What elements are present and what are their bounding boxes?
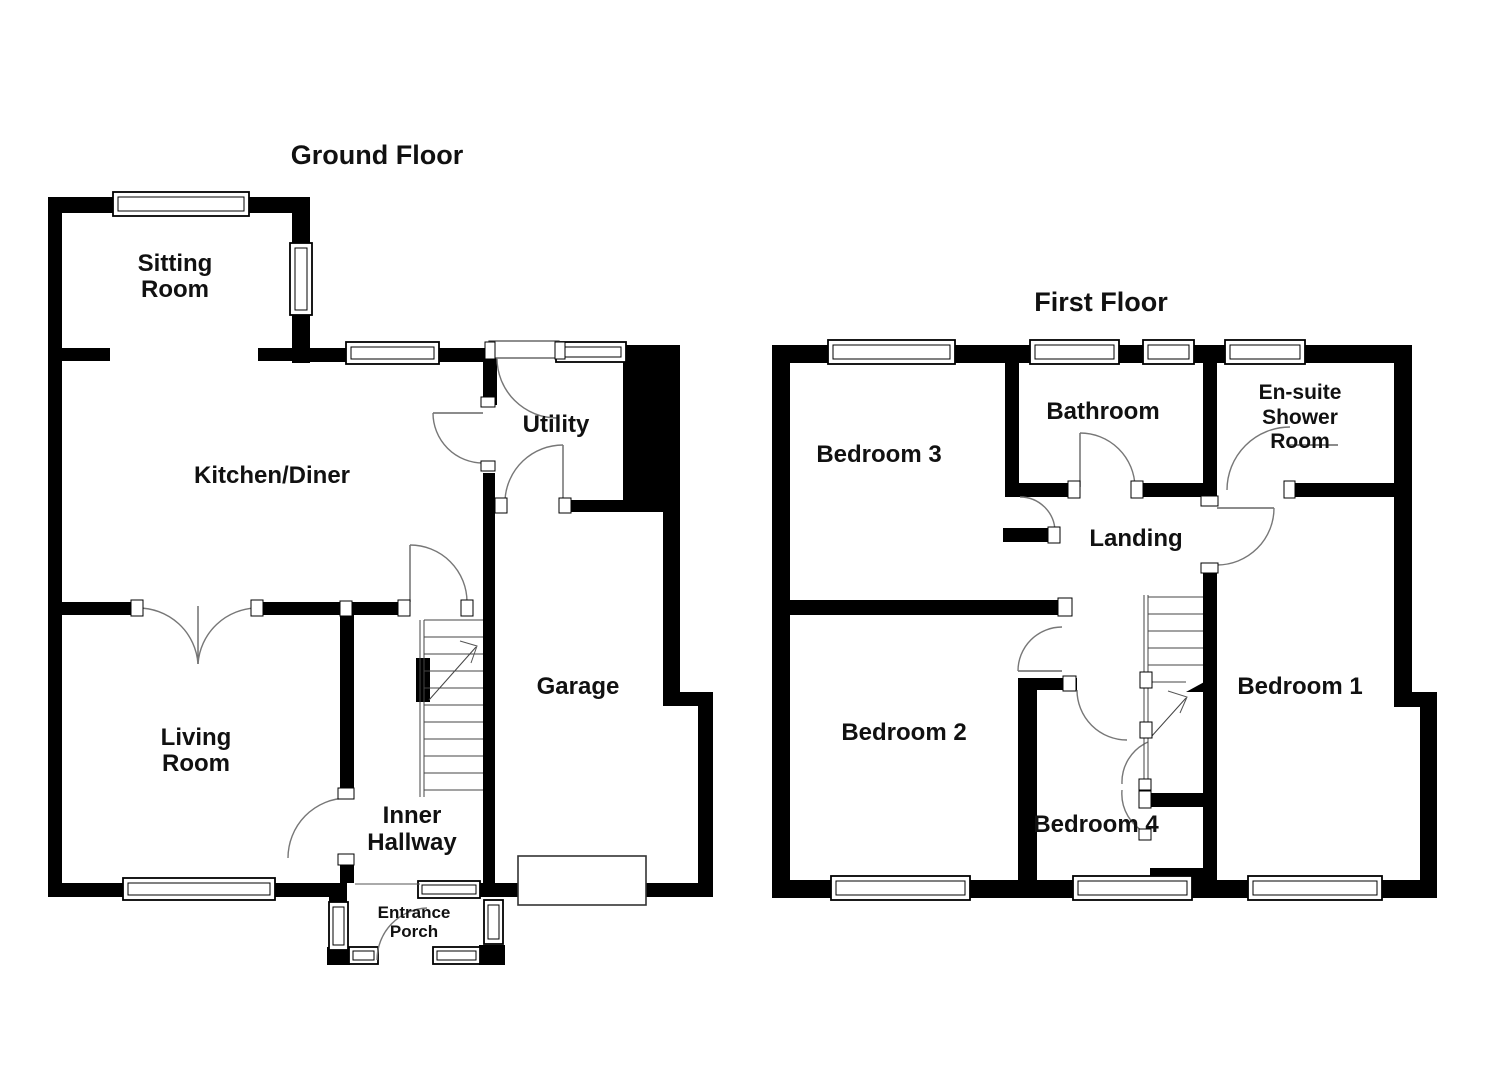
porch-front-window-right <box>432 946 481 965</box>
room-label-ensuite2: Shower <box>1262 406 1338 429</box>
porch-front-door-arc <box>376 907 428 961</box>
room-label-living-room2: Room <box>162 750 230 777</box>
ground-floor-doors <box>136 340 564 961</box>
porch-front-window-left <box>348 946 379 965</box>
porch-left-window <box>328 901 349 951</box>
hallway-kitchen-door-arc <box>409 544 468 603</box>
first-floor-title: First Floor <box>1034 287 1168 317</box>
room-label-inner-hallway2: Hallway <box>367 829 457 856</box>
living-room-door-arc <box>287 797 348 859</box>
room-label-sitting-room: Sitting <box>138 250 213 277</box>
stairs-down-arrow <box>1150 697 1187 738</box>
ensuite-window <box>1224 339 1306 365</box>
first-floor-labels: First Floor Bedroom 3 Bathroom En-suite … <box>816 287 1362 838</box>
porch-right-window <box>483 899 504 945</box>
porch-sidelight <box>417 880 481 899</box>
utility-window <box>555 341 627 363</box>
room-label-bedroom-1: Bedroom 1 <box>1237 673 1362 700</box>
bathroom-window <box>1029 339 1120 365</box>
ensuite-door-arc <box>1226 426 1291 491</box>
utility-exterior-door-arc <box>496 357 558 419</box>
room-label-garage: Garage <box>537 673 620 700</box>
room-label-kitchen-diner: Kitchen/Diner <box>194 462 350 489</box>
living-room-double-door-right <box>197 607 258 665</box>
room-label-ensuite: En-suite <box>1259 381 1342 404</box>
room-label-utility: Utility <box>523 411 590 438</box>
room-label-sitting-room2: Room <box>141 276 209 303</box>
sitting-room-side-window <box>289 242 313 316</box>
ground-floor-plan: Ground Floor Sitting Room Kitchen/Diner … <box>48 140 713 965</box>
bedroom2-door-arc <box>1017 626 1063 672</box>
room-label-living-room: Living <box>161 724 232 751</box>
stairs-up-arrow <box>428 646 477 701</box>
room-label-entrance-porch: Entrance <box>378 903 451 922</box>
room-label-bedroom-4: Bedroom 4 <box>1033 811 1159 838</box>
bedroom1-door-arc <box>1216 507 1275 566</box>
room-label-entrance-porch2: Porch <box>390 922 438 941</box>
room-label-bedroom-2: Bedroom 2 <box>841 719 966 746</box>
stairwell-window <box>1142 339 1195 365</box>
ground-floor-stairs <box>419 619 483 797</box>
ground-floor-jambs <box>130 341 572 866</box>
sitting-room-window <box>112 191 250 217</box>
stair-cupboard-door-upper <box>1121 741 1149 785</box>
bedroom3-door-arc <box>1019 496 1056 532</box>
ground-floor-title: Ground Floor <box>291 140 464 170</box>
ground-floor-labels: Ground Floor Sitting Room Kitchen/Diner … <box>138 140 620 941</box>
living-room-window <box>122 877 276 901</box>
bedroom2-window <box>830 875 971 901</box>
bedroom1-window <box>1247 875 1383 901</box>
room-label-landing: Landing <box>1089 525 1182 552</box>
ground-floor-windows <box>112 191 647 965</box>
stair-winder-wall <box>1186 675 1217 692</box>
room-label-ensuite3: Room <box>1270 430 1330 453</box>
first-floor-stairs <box>1143 595 1203 783</box>
kitchen-utility-door-arc <box>432 412 484 464</box>
living-room-double-door-left <box>136 607 199 665</box>
room-label-inner-hallway: Inner <box>383 802 442 829</box>
bedroom4-window <box>1072 875 1193 901</box>
first-floor-plan: First Floor Bedroom 3 Bathroom En-suite … <box>772 287 1437 901</box>
room-label-bathroom: Bathroom <box>1046 398 1159 425</box>
first-floor-windows <box>827 339 1383 901</box>
bathroom-door-arc <box>1079 432 1136 488</box>
garage-utility-door-arc <box>504 444 564 501</box>
kitchen-window <box>345 341 440 365</box>
garage-door <box>517 855 647 906</box>
bedroom3-window <box>827 339 956 365</box>
utility-exterior-door-leaf <box>488 340 560 359</box>
bedroom4-door-arc <box>1076 689 1128 741</box>
first-floor-jambs <box>1047 480 1296 841</box>
room-label-bedroom-3: Bedroom 3 <box>816 441 941 468</box>
